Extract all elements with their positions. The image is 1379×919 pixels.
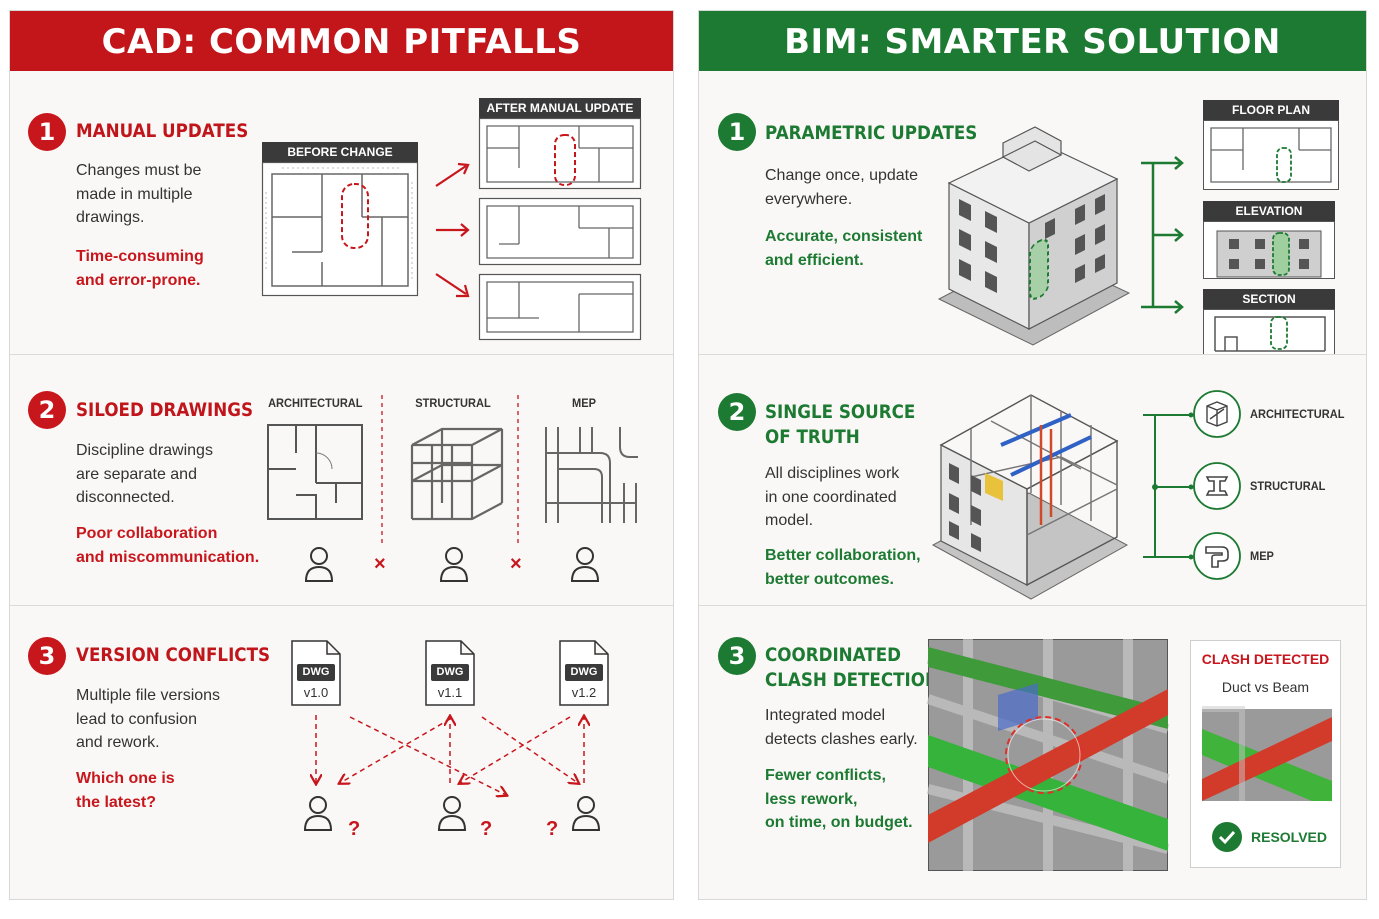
propagation-arrows xyxy=(1141,156,1184,314)
section-title: VERSION CONFLICTS xyxy=(76,644,271,666)
view-label-floor-plan: FLOOR PLAN xyxy=(1203,100,1339,120)
clash-detected-title: CLASH DETECTED xyxy=(1201,651,1330,667)
user-icon xyxy=(571,796,601,831)
after-update-label: AFTER MANUAL UPDATE xyxy=(479,98,641,118)
step-number-badge: 1 xyxy=(28,113,66,151)
version-label: v1.0 xyxy=(303,685,329,700)
view-label-elevation: ELEVATION xyxy=(1203,201,1335,221)
architectural-icon xyxy=(1193,390,1241,438)
mep-pipe-icon xyxy=(1193,532,1241,580)
before-change-label: BEFORE CHANGE xyxy=(262,142,418,162)
dwg-file-icon: DWG v1.0 xyxy=(291,640,341,706)
step-number-badge: 1 xyxy=(718,113,756,151)
question-mark: ? xyxy=(348,818,361,840)
section-title: SILOED DRAWINGS xyxy=(76,399,254,421)
clash-thumbnail xyxy=(1202,706,1332,801)
version-conflict-arrows xyxy=(300,711,600,791)
discipline-label-architectural: ARCHITECTURAL xyxy=(268,396,363,410)
question-mark: ? xyxy=(480,818,493,840)
discipline-label-structural: STRUCTURAL xyxy=(415,396,491,410)
discipline-label-mep: MEP xyxy=(572,396,596,410)
bim-panel-header: BIM: SMARTER SOLUTION xyxy=(699,11,1366,71)
user-icon xyxy=(570,547,600,582)
cad-version-conflicts-section: 3 VERSION CONFLICTS Multiple file versio… xyxy=(10,605,673,899)
clash-detected-card: CLASH DETECTED Duct vs Beam RESOLVED xyxy=(1190,640,1341,868)
update-arrows xyxy=(435,162,470,298)
dwg-file-icon: DWG v1.2 xyxy=(559,640,609,706)
section-highlight: Fewer conflicts,less rework,on time, on … xyxy=(765,767,913,831)
clash-type-label: Duct vs Beam xyxy=(1221,679,1310,695)
bim-panel: BIM: SMARTER SOLUTION 1 PARAMETRIC UPDAT… xyxy=(698,10,1367,900)
dwg-file-icon: DWG v1.1 xyxy=(425,640,475,706)
check-circle-icon xyxy=(1212,822,1242,852)
user-icon xyxy=(437,796,467,831)
discipline-connector xyxy=(1143,412,1194,560)
user-icon xyxy=(304,547,334,582)
user-icon xyxy=(439,547,469,582)
mep-piping-drawing xyxy=(545,427,638,523)
section-title: MANUAL UPDATES xyxy=(76,120,249,142)
section-highlight: Better collaboration,better outcomes. xyxy=(765,547,921,588)
step-number-badge: 3 xyxy=(718,637,756,675)
discipline-label-structural: STRUCTURAL xyxy=(1250,479,1326,493)
elevation-view xyxy=(1203,221,1335,279)
floor-plan-view xyxy=(1203,120,1339,190)
disconnect-x-icon: × xyxy=(374,553,386,575)
bim-building-model xyxy=(937,126,1131,346)
cad-panel-header: CAD: COMMON PITFALLS xyxy=(10,11,673,71)
step-number-badge: 3 xyxy=(28,637,66,675)
discipline-label-architectural: ARCHITECTURAL xyxy=(1250,407,1345,421)
version-label: v1.1 xyxy=(437,685,463,700)
cad-panel: CAD: COMMON PITFALLS 1 MANUAL UPDATES Ch… xyxy=(9,10,674,900)
step-number-badge: 2 xyxy=(28,391,66,429)
version-label: v1.2 xyxy=(571,685,597,700)
clash-3d-view xyxy=(926,639,1170,871)
section-view xyxy=(1203,309,1335,355)
discipline-label-mep: MEP xyxy=(1250,549,1274,563)
view-label-section: SECTION xyxy=(1203,289,1335,309)
user-icon xyxy=(303,796,333,831)
federated-bim-model xyxy=(931,394,1129,600)
resolved-label: RESOLVED xyxy=(1251,829,1327,845)
architectural-drawing xyxy=(267,424,363,520)
structural-frame-drawing xyxy=(410,427,504,521)
before-change-floorplan xyxy=(261,161,419,297)
structural-beam-icon xyxy=(1193,462,1241,510)
disconnect-x-icon: × xyxy=(510,553,522,575)
section-title: PARAMETRIC UPDATES xyxy=(765,122,978,144)
bim-parametric-updates-section: 1 PARAMETRIC UPDATES Change once, update… xyxy=(699,71,1366,355)
question-mark: ? xyxy=(546,818,559,840)
discipline-divider xyxy=(381,395,383,543)
after-update-drawings xyxy=(478,117,642,341)
step-number-badge: 2 xyxy=(718,393,756,431)
discipline-divider xyxy=(517,395,519,543)
